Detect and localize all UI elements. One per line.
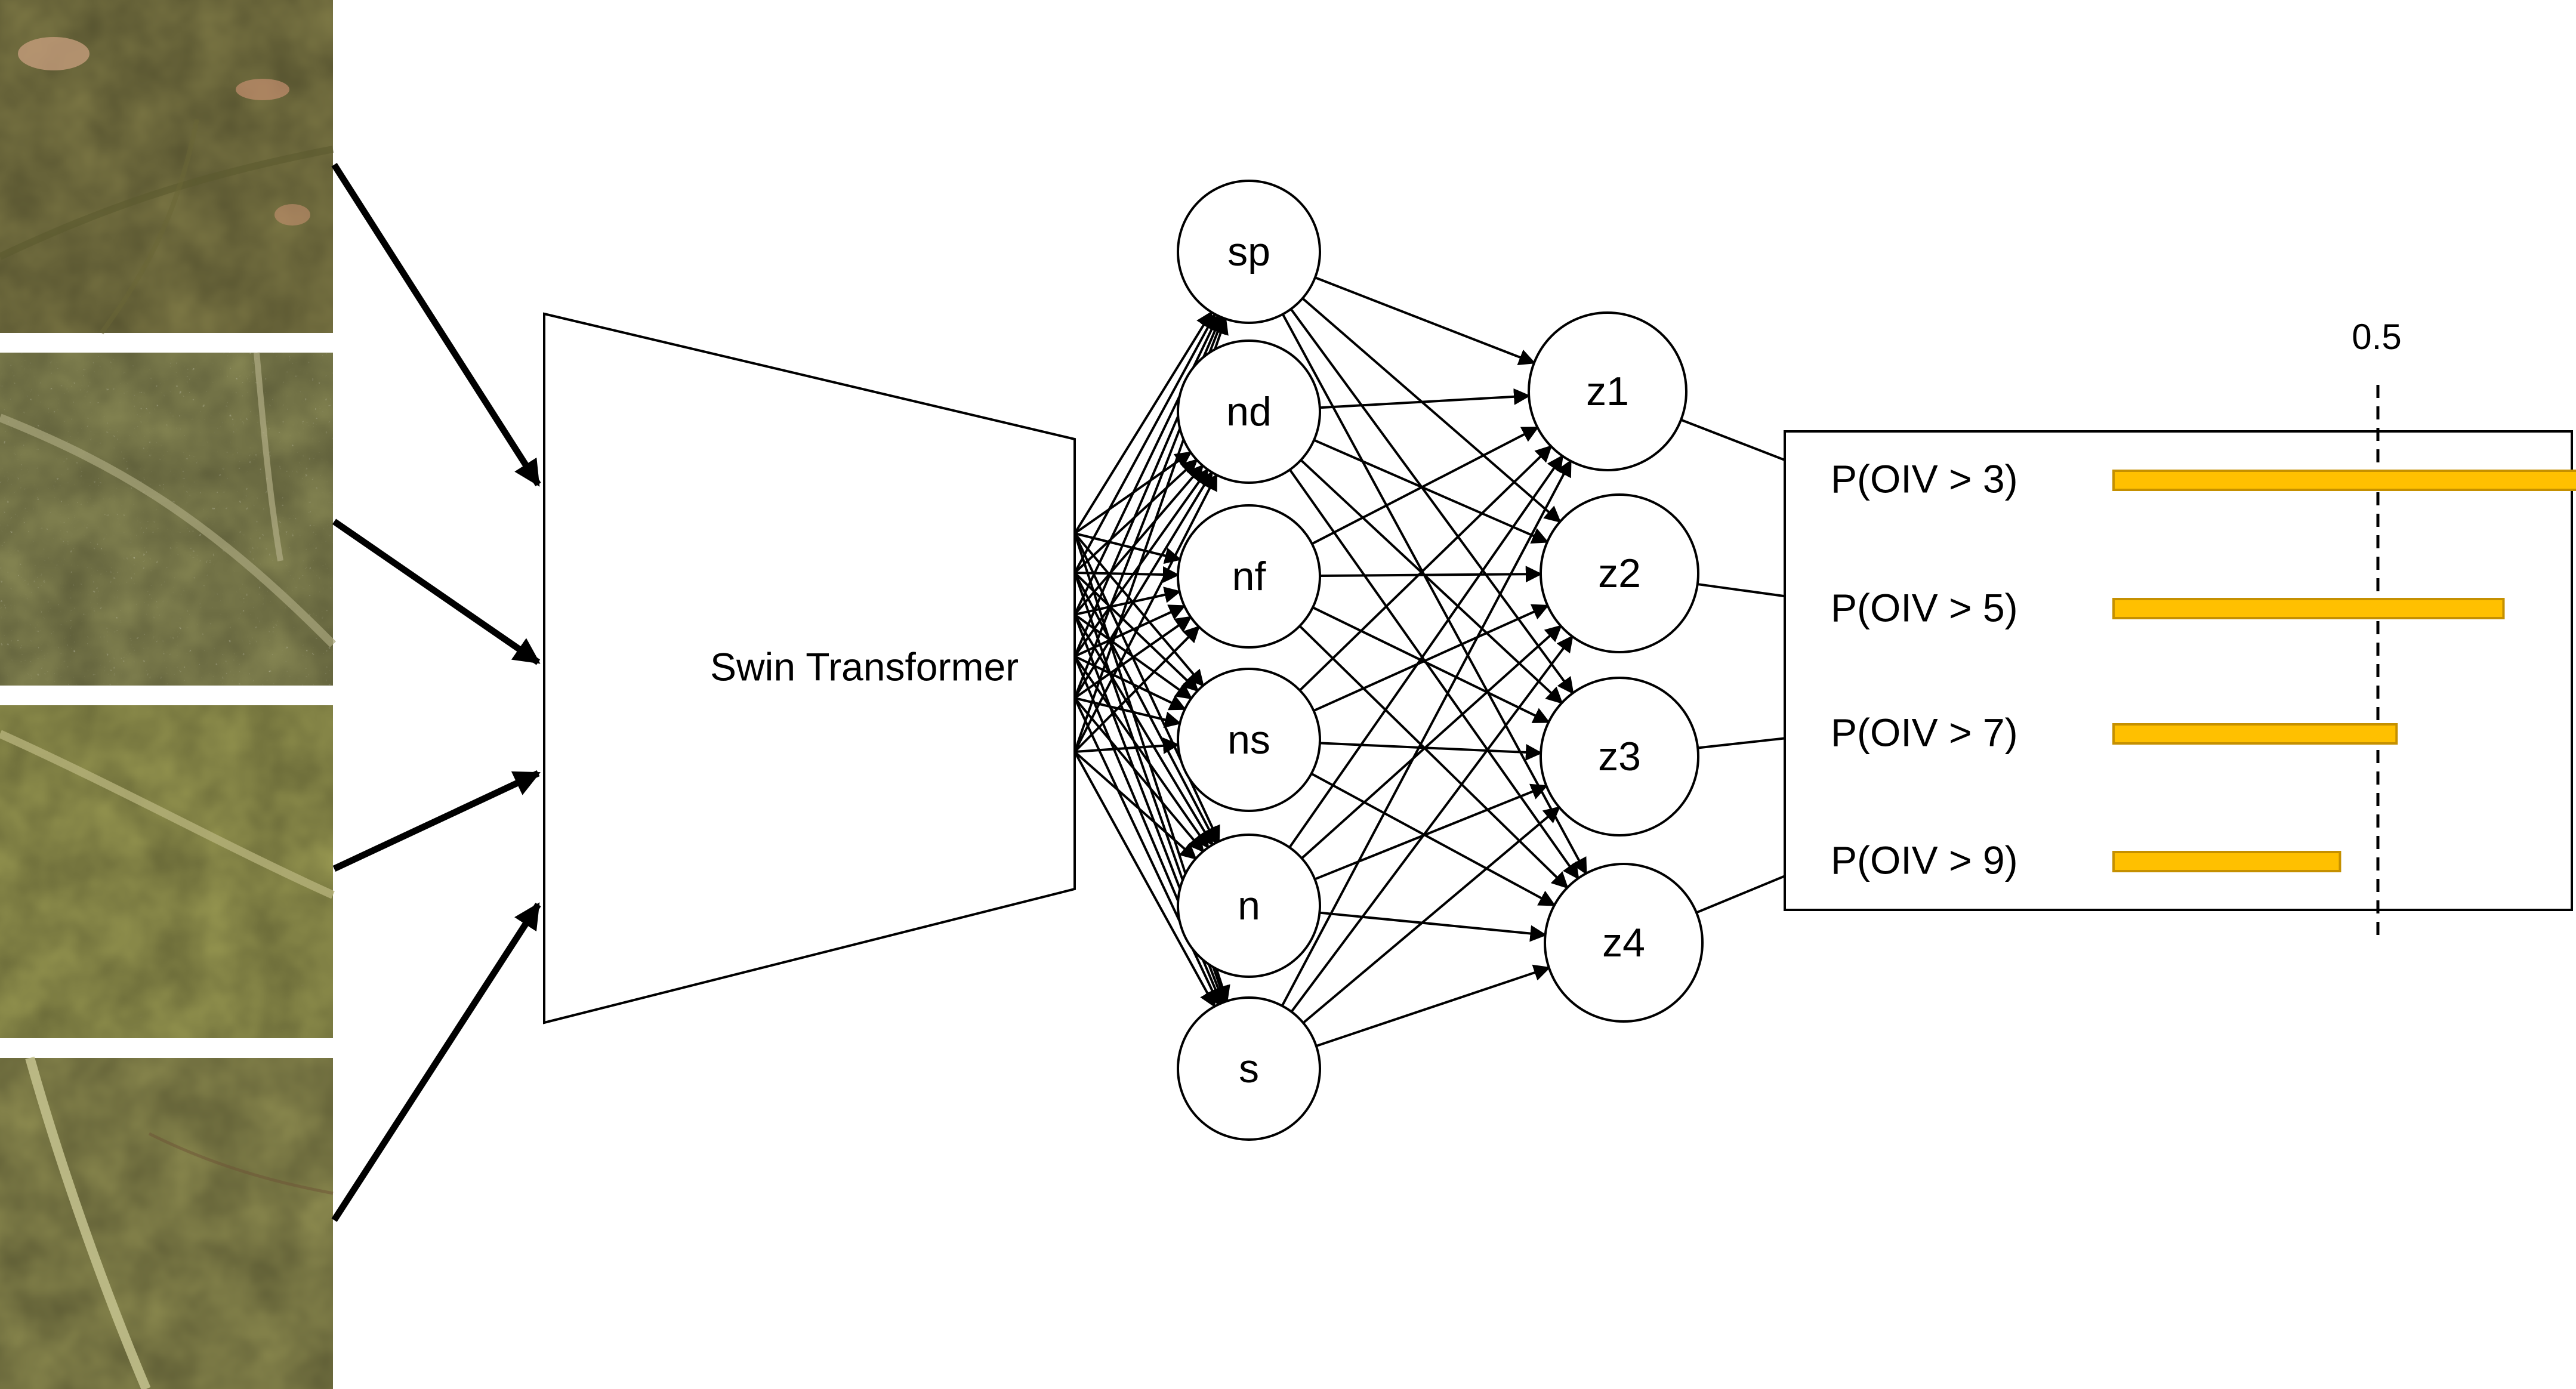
image-arrow-1 (331, 163, 541, 487)
node-nf: nf (1177, 504, 1321, 649)
node-ns: ns (1177, 668, 1321, 812)
output-label-4: P(OIV > 9) (1831, 838, 2018, 882)
encoder-label: Swin Transformer (710, 644, 1019, 689)
edge-ns-z2 (1313, 604, 1550, 712)
edge-enc-1-4 (1073, 572, 1217, 845)
node-sp: sp (1177, 180, 1321, 324)
encoder-shape (543, 312, 1076, 1024)
edge-enc-2-4 (1073, 613, 1214, 847)
edge-enc-0-4 (1073, 533, 1220, 843)
edge-ns-z4 (1310, 772, 1556, 906)
edge-enc-2-1 (1073, 464, 1204, 616)
edge-s-z3 (1302, 806, 1561, 1024)
node-z3: z3 (1540, 677, 1699, 837)
edge-sp-z1 (1315, 276, 1536, 366)
edge-enc-3-2 (1074, 604, 1186, 658)
edge-nf-z4 (1298, 625, 1569, 889)
output-bar-2 (2112, 598, 2505, 619)
edge-enc-5-1 (1073, 473, 1218, 752)
svg-text:s: s (1239, 1046, 1259, 1091)
leaf-image-1 (0, 0, 334, 335)
leaf-image-3 (0, 705, 335, 1038)
edge-nd-z1 (1319, 388, 1531, 409)
edge-enc-4-1 (1073, 471, 1213, 699)
feature-nodes: sp nd nf ns n s (1177, 180, 1321, 1141)
leaf-image-2 (0, 352, 336, 686)
edge-n-z4 (1319, 911, 1547, 942)
output-row-4: P(OIV > 9) (1831, 838, 2341, 882)
output-bar-1 (2112, 470, 2576, 491)
svg-text:nd: nd (1226, 389, 1272, 434)
edge-nd-z3 (1300, 459, 1563, 704)
edge-enc-0-2 (1074, 532, 1182, 564)
edge-enc-4-2 (1073, 616, 1192, 699)
edge-enc-5-2 (1073, 625, 1201, 753)
edge-nd-z4 (1288, 469, 1579, 880)
node-z2: z2 (1540, 493, 1699, 653)
edge-ns-z1 (1298, 445, 1553, 692)
edge-s-z4 (1316, 964, 1551, 1047)
hidden-nodes: z1 z2 z3 z4 (1528, 311, 1704, 1023)
edge-n-z1 (1288, 454, 1564, 848)
edge-nf-z3 (1312, 606, 1550, 724)
node-n: n (1177, 834, 1321, 978)
output-row-1: P(OIV > 3) (1831, 456, 2576, 501)
features-to-hidden-edges (1281, 276, 1587, 1047)
edge-sp-z3 (1289, 308, 1574, 694)
edge-nd-z2 (1313, 439, 1549, 544)
edge-nf-z2 (1319, 566, 1542, 583)
output-label-1: P(OIV > 3) (1831, 456, 2018, 501)
edge-enc-1-0 (1073, 313, 1216, 573)
encoder: Swin Transformer (543, 312, 1076, 1024)
edge-enc-5-4 (1073, 751, 1197, 860)
output-label-2: P(OIV > 5) (1831, 585, 2018, 629)
svg-text:z4: z4 (1602, 920, 1645, 965)
node-nd: nd (1177, 339, 1321, 484)
edge-enc-3-3 (1074, 655, 1187, 711)
edge-n-z2 (1301, 625, 1562, 860)
svg-text:n: n (1238, 883, 1260, 928)
svg-text:sp: sp (1227, 229, 1270, 274)
image-arrow-2 (332, 518, 541, 665)
edge-sp-z2 (1301, 297, 1562, 523)
output-bar-4 (2112, 851, 2341, 872)
edge-enc-5-5 (1073, 751, 1216, 1008)
edge-enc-1-2 (1074, 566, 1180, 584)
output-panel: 0.5 P(OIV > 3) P(OIV > 5) P(OIV > 7) P(O… (1784, 317, 2576, 943)
edge-enc-0-0 (1073, 310, 1213, 535)
output-label-3: P(OIV > 7) (1831, 710, 2018, 754)
svg-text:nf: nf (1232, 554, 1266, 599)
node-s: s (1177, 996, 1321, 1141)
edge-enc-4-4 (1073, 697, 1205, 853)
edge-nf-z1 (1311, 426, 1540, 545)
svg-text:z2: z2 (1598, 551, 1641, 596)
node-z1: z1 (1528, 311, 1687, 471)
threshold-label: 0.5 (2352, 317, 2401, 357)
output-row-3: P(OIV > 7) (1831, 710, 2398, 754)
output-bar-3 (2112, 723, 2398, 745)
edge-enc-0-3 (1073, 532, 1205, 687)
node-z4: z4 (1544, 863, 1704, 1023)
output-row-2: P(OIV > 5) (1831, 585, 2505, 629)
encoder-to-features-edges (1073, 310, 1230, 1008)
svg-text:z3: z3 (1598, 734, 1641, 779)
edge-ns-z3 (1319, 742, 1542, 761)
edge-enc-5-3 (1074, 737, 1180, 754)
image-arrow-3 (332, 770, 541, 872)
edge-s-z2 (1290, 635, 1574, 1013)
svg-text:z1: z1 (1586, 369, 1629, 414)
edge-n-z3 (1314, 783, 1548, 881)
svg-text:ns: ns (1227, 717, 1270, 763)
leaf-image-4 (0, 1056, 334, 1389)
image-arrows (331, 163, 541, 1222)
image-arrow-4 (331, 902, 541, 1222)
output-box (1784, 430, 2573, 911)
edge-s-z1 (1281, 459, 1572, 1007)
